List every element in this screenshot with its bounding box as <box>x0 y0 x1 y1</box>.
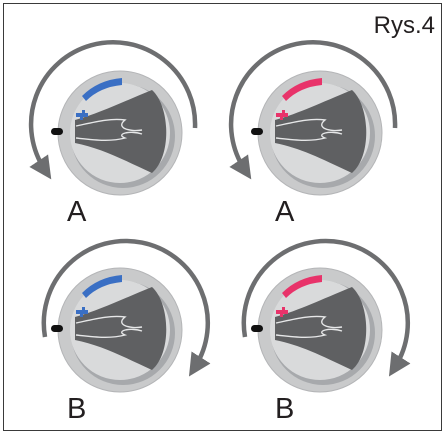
dial-letter-b-cold: B <box>67 393 87 425</box>
tap-icon <box>276 307 288 317</box>
grip-highlight <box>75 315 143 329</box>
grip-highlight <box>275 131 343 141</box>
grip-highlight <box>275 118 343 132</box>
position-marker <box>251 325 263 332</box>
rotation-arrow-icon <box>28 40 198 180</box>
rotation-arrow-icon <box>228 40 398 180</box>
hot-temperature-indicator-icon <box>282 78 322 101</box>
grip-highlight <box>75 328 143 338</box>
tap-icon <box>76 110 88 120</box>
cold-temperature-indicator-icon <box>82 78 122 101</box>
grip-highlight <box>75 118 143 132</box>
dial-b-cold <box>41 238 211 393</box>
tap-icon <box>276 110 288 120</box>
grip-highlight <box>275 328 343 338</box>
tap-icon <box>76 307 88 317</box>
dial-letter-a-hot: A <box>275 196 295 228</box>
hot-temperature-indicator-icon <box>282 275 322 298</box>
dial-b-hot <box>241 238 411 393</box>
grip-highlight <box>75 131 143 141</box>
grip-highlight <box>275 315 343 329</box>
knob-grip <box>275 287 367 370</box>
cold-temperature-indicator-icon <box>82 275 122 298</box>
position-marker <box>51 325 63 332</box>
knob-grip <box>75 90 167 173</box>
dial-letter-a-cold: A <box>67 196 87 228</box>
knob-grip <box>275 90 367 173</box>
rotation-arrow-icon <box>41 238 211 377</box>
dial-a-hot <box>228 40 398 196</box>
rotation-arrow-icon <box>241 238 411 377</box>
figure-label: Rys.4 <box>373 12 435 39</box>
dial-a-cold <box>28 40 198 196</box>
knob-grip <box>75 287 167 370</box>
dial-letter-b-hot: B <box>275 393 295 425</box>
position-marker <box>251 128 263 135</box>
position-marker <box>51 128 63 135</box>
